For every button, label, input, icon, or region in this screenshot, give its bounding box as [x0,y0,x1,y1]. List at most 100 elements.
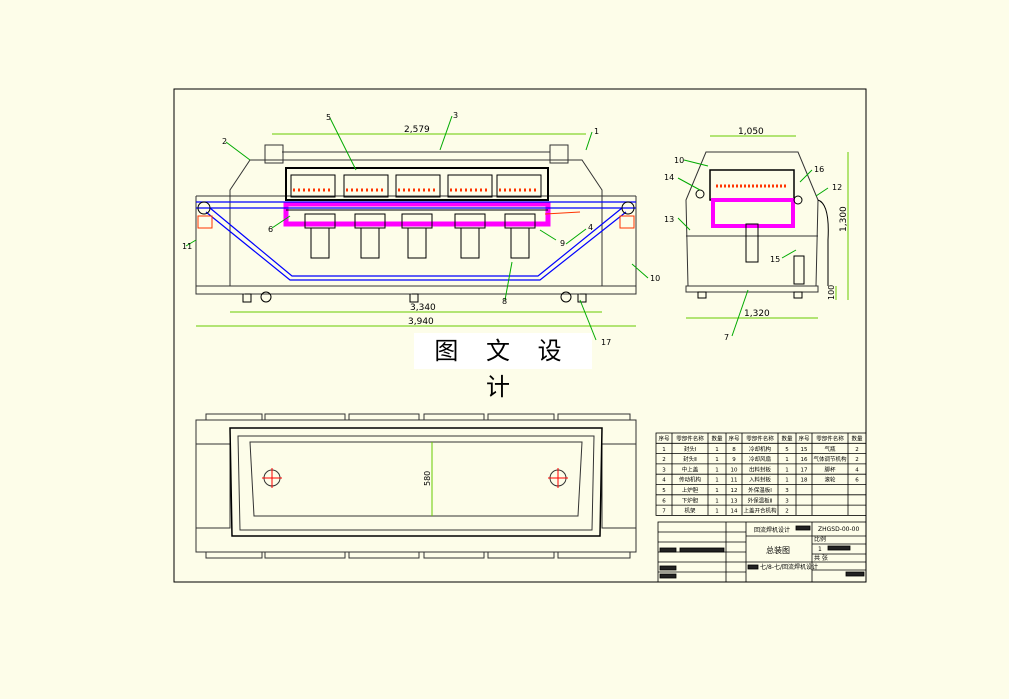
parts-table-cell: 滚轮 [824,476,836,484]
parts-table-cell: 脚杯 [824,465,836,473]
parts-table-cell: 9 [732,457,736,463]
parts-table-cell: 外保温板Ⅱ [748,496,773,504]
dim-side-foot: 100 [827,285,836,300]
parts-table-cell: 1 [715,467,719,473]
parts-table-cell: 1 [785,457,789,463]
parts-table-cell: 2 [785,509,789,515]
callout-8: 8 [502,297,507,306]
callout-17: 17 [601,338,611,347]
title-scale-value: 1 [818,546,822,553]
parts-table-header: 数量 [781,435,793,443]
parts-table-cell: 7 [662,509,666,515]
callout-1: 1 [594,127,599,136]
parts-table-cell: 5 [662,488,666,494]
parts-table-cell: 中上盖 [682,465,699,473]
callout-3: 3 [453,111,458,120]
parts-table-header: 零部件名称 [746,435,774,443]
plan-view [195,413,637,559]
callout-2: 2 [222,137,227,146]
parts-table-cell: 4 [662,478,666,484]
callout-12: 12 [832,183,842,192]
parts-table-cell: 17 [801,467,808,473]
parts-table-cell: 3 [785,488,789,494]
parts-table-cell: 上盖开合机构 [743,507,777,515]
callout-15: 15 [770,255,780,264]
parts-table-cell: 10 [731,467,738,473]
parts-table-header: 零部件名称 [676,435,704,443]
parts-table-cell: 2 [855,457,859,463]
title-designer: 七/8-七/回流焊机设计 [760,563,818,571]
parts-table-header: 数量 [851,435,863,443]
parts-table-cell: 1 [715,509,719,515]
parts-table-cell: 入料封板 [749,476,772,484]
dim-plan-inner: 580 [423,471,432,486]
parts-table-cell: 1 [785,478,789,484]
parts-table-cell: 5 [785,447,789,453]
dim-width-top: 2,579 [404,125,430,135]
parts-table-cell: 2 [662,457,666,463]
parts-table-cell: 14 [731,509,738,515]
parts-table-cell: 8 [732,447,736,453]
parts-table-cell: 15 [801,447,808,453]
parts-table-cell: 1 [715,498,719,504]
parts-table-header: 零部件名称 [816,435,844,443]
parts-table-cell: 冷却机构 [749,445,772,453]
dim-overall-width: 3,940 [408,317,434,327]
watermark-label: 图 文 设 计 [414,333,592,401]
title-drawing-no: ZHGSD-00-00 [818,526,859,533]
callout-16: 16 [814,165,824,174]
parts-table-cell: 1 [785,467,789,473]
front-callouts [185,115,649,341]
parts-table-cell: 12 [731,488,738,494]
parts-table-cell: 13 [731,498,738,504]
title-project: 回流焊机设计 [754,526,790,534]
parts-table-header: 序号 [658,435,670,443]
parts-table-cell: 机架 [684,507,696,515]
callout-5: 5 [326,113,331,122]
dim-side-height: 1,300 [839,206,849,232]
title-drawing-name: 总装图 [766,545,790,555]
parts-table-cell: 3 [662,467,666,473]
title-sheet-label: 共 张 [814,554,828,562]
parts-table-cell: 18 [801,478,808,484]
parts-table-cell: 气体调节机构 [813,455,847,463]
parts-table-cell: 1 [715,488,719,494]
dim-side-base-width: 1,320 [744,309,770,319]
callout-14: 14 [664,173,674,182]
callout-9: 9 [560,239,565,248]
parts-table-cell: 传动机构 [679,476,702,484]
parts-table-header: 序号 [728,435,740,443]
drawing-frame [173,88,867,583]
parts-table-cell: 16 [801,457,808,463]
parts-table-cell: 1 [662,447,666,453]
parts-table-cell: 上炉胆 [682,486,699,494]
parts-table-cell: 冷却风扇 [749,455,771,463]
parts-table-cell: 6 [855,478,859,484]
callout-13: 13 [664,215,674,224]
parts-table-header: 序号 [798,435,810,443]
callout-11: 11 [182,242,192,251]
title-block [657,521,867,583]
parts-table-cell: 11 [731,478,738,484]
parts-table-cell: 1 [715,447,719,453]
side-view [685,135,849,319]
parts-table-cell: 1 [715,457,719,463]
parts-table-cell: 出料封板 [749,465,772,473]
callout-7: 7 [724,333,729,342]
dim-inner-width: 3,340 [410,303,436,313]
parts-table-cell: 外保温板Ⅰ [748,486,772,494]
parts-table-header: 数量 [711,435,723,443]
parts-table-cell: 3 [785,498,789,504]
callout-6: 6 [268,225,273,234]
parts-table-cell: 4 [855,467,859,473]
callout-10: 10 [650,274,660,283]
parts-table-cell: 1 [715,478,719,484]
dim-side-top-width: 1,050 [738,127,764,137]
title-scale-label: 比例 [814,535,826,543]
parts-table-cell: 下炉胆 [682,496,699,504]
parts-table-cell: 气瓶 [824,445,836,453]
callout-side-10: 10 [674,156,684,165]
parts-table-cell: 2 [855,447,859,453]
